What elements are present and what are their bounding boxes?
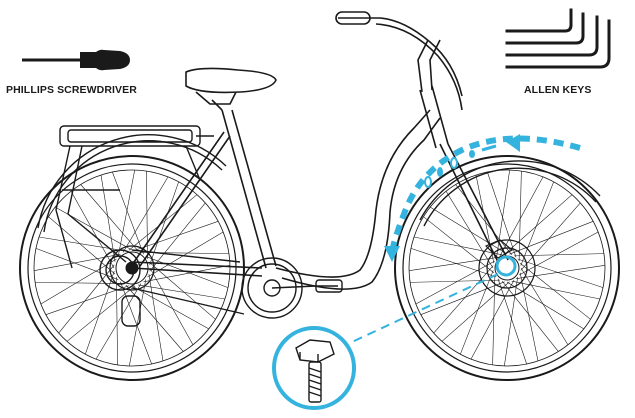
spoke: [460, 270, 494, 355]
spoke: [58, 264, 115, 334]
spoke: [495, 169, 510, 260]
spoke: [40, 258, 117, 305]
spoke: [497, 278, 527, 365]
spoke: [148, 261, 216, 320]
spoke: [45, 285, 129, 315]
spoke: [80, 184, 139, 252]
spoke: [55, 206, 133, 251]
arrow-head-left: [506, 134, 520, 152]
spoke: [146, 171, 148, 260]
assembly-highlights: [351, 134, 581, 343]
spoke: [131, 285, 209, 330]
spoke: [66, 285, 136, 342]
spoke: [135, 221, 219, 251]
spoke: [487, 171, 517, 258]
spoke: [520, 267, 569, 345]
spoke: [515, 265, 606, 280]
arrow-head-down: [384, 246, 400, 262]
front-wheel: [394, 155, 620, 381]
spoke: [48, 216, 116, 275]
allen-keys-icon: [505, 8, 611, 69]
spoke: [128, 194, 198, 251]
spoke: [509, 221, 594, 255]
drivetrain: [99, 249, 343, 327]
spoke: [143, 265, 231, 283]
spoke: [433, 265, 494, 334]
spoke: [519, 262, 591, 320]
spoke: [410, 279, 501, 283]
spoke: [520, 181, 554, 266]
spoke: [122, 176, 169, 253]
spoke: [112, 171, 144, 255]
spoke: [441, 281, 510, 342]
spoke: [35, 282, 124, 284]
spoke: [518, 231, 599, 276]
spoke: [445, 191, 494, 269]
spoke: [430, 206, 508, 255]
spoke: [117, 169, 135, 257]
spoke: [517, 258, 604, 288]
spoke: [149, 267, 194, 345]
spoke: [504, 194, 573, 255]
spoke: [35, 248, 119, 280]
spoke: [420, 281, 505, 315]
spoke: [85, 271, 115, 355]
spoke: [501, 280, 559, 352]
spoke: [129, 279, 147, 367]
spoke: [149, 181, 179, 265]
spoke: [499, 176, 544, 257]
spoke: [149, 202, 206, 272]
spoke: [492, 274, 496, 365]
phillips-screwdriver-icon: [22, 49, 130, 71]
disc-brake: [478, 239, 536, 297]
spoke: [148, 274, 164, 362]
spoke: [120, 281, 152, 365]
phillips-screwdriver-label: PHILLIPS SCREWDRIVER: [6, 84, 137, 96]
spoke: [511, 280, 601, 300]
spoke: [520, 202, 581, 271]
spoke: [519, 272, 539, 362]
spoke: [138, 284, 226, 300]
fenders: [37, 134, 601, 233]
spoke: [513, 253, 604, 257]
spoke: [470, 279, 515, 360]
spoke: [415, 260, 496, 305]
spoke: [410, 248, 497, 278]
spoke: [413, 236, 503, 256]
spoke: [408, 256, 499, 271]
rear-rack: [55, 125, 214, 269]
spoke: [506, 281, 584, 330]
spoke: [518, 171, 522, 262]
hex-bolt-icon: [272, 326, 356, 410]
allen-keys-label: ALLEN KEYS: [524, 84, 592, 96]
front-spokes: [408, 169, 606, 367]
spoke: [33, 253, 121, 271]
spoke: [116, 276, 118, 365]
frame: [131, 11, 509, 290]
spoke: [423, 216, 495, 274]
spoke: [504, 276, 519, 367]
spoke: [38, 236, 126, 252]
